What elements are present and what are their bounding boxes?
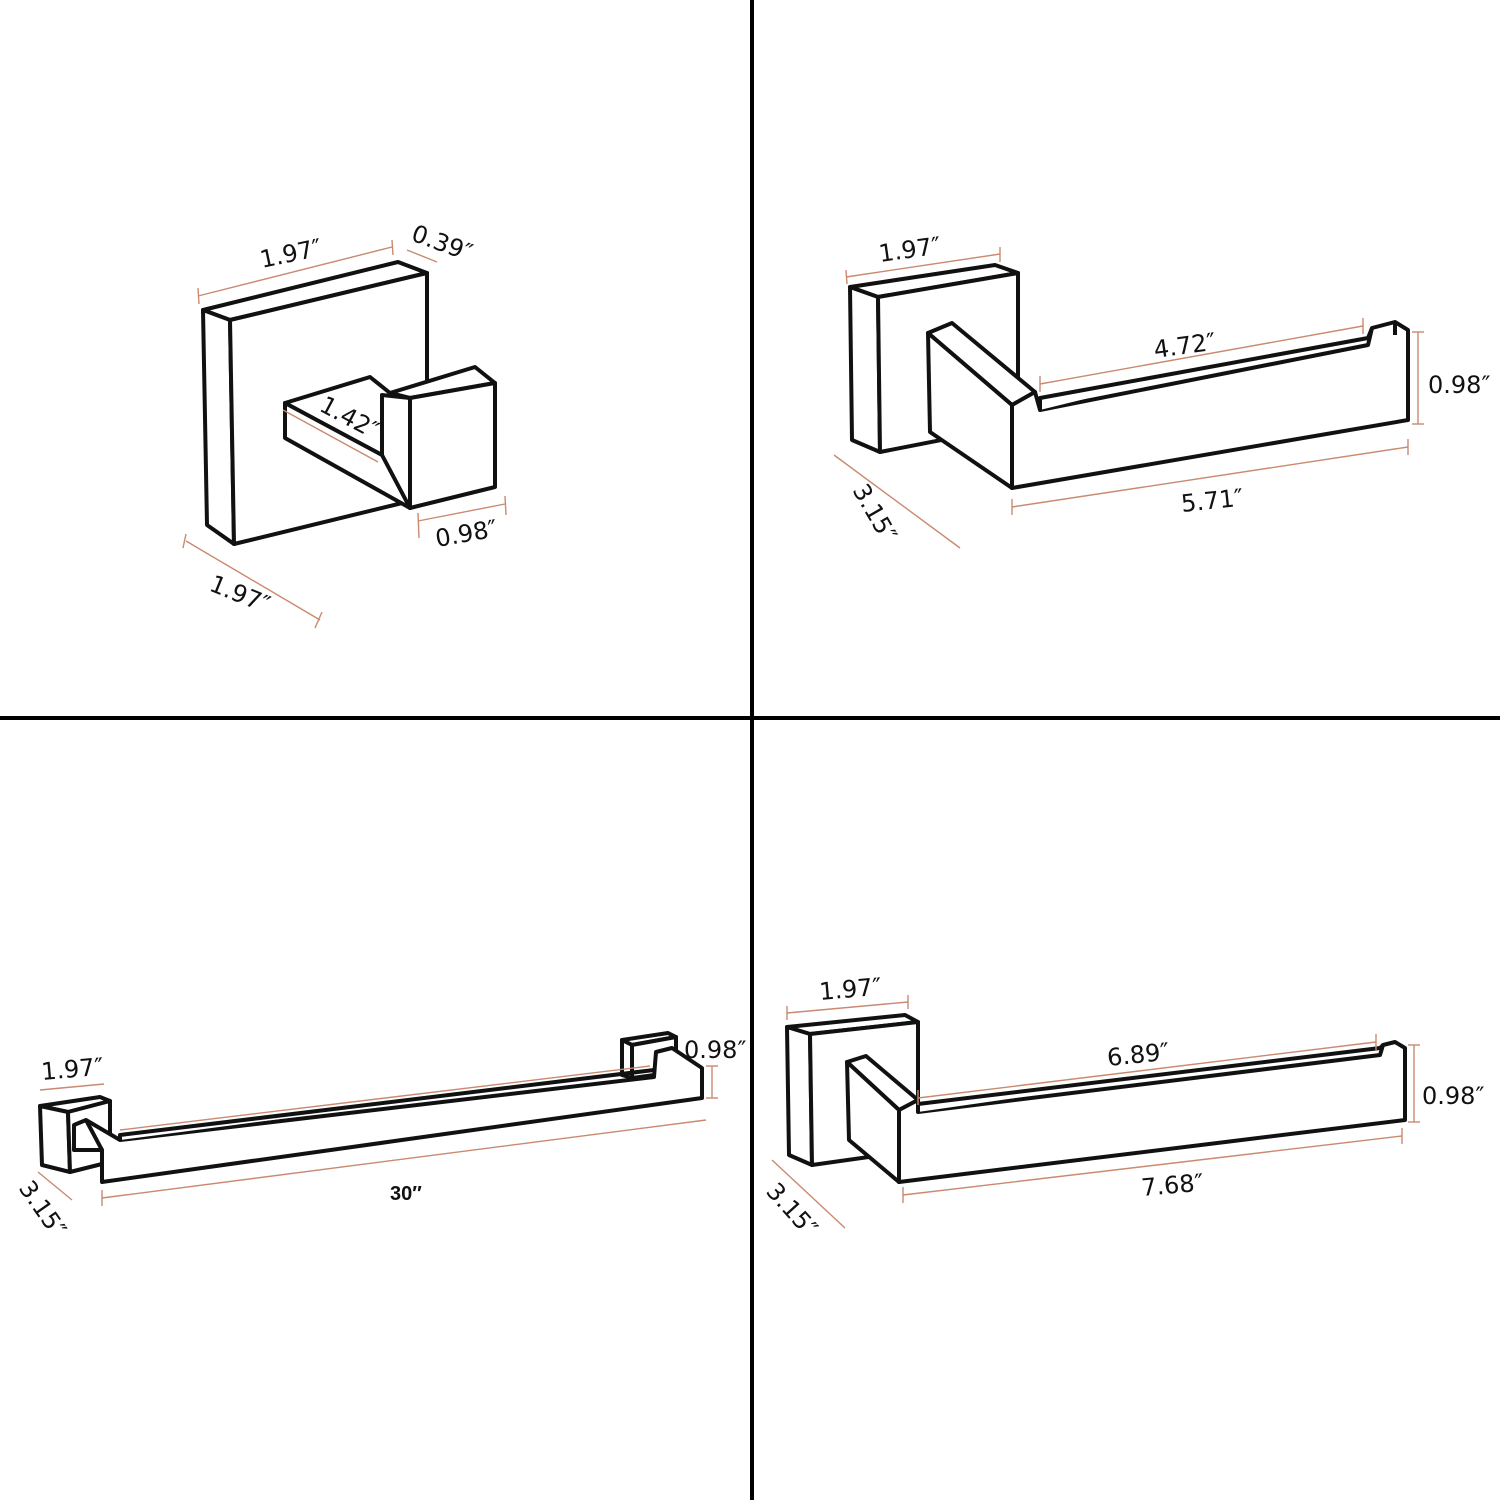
robe-hook-top-width-label: 1.97″: [257, 233, 324, 273]
hand-towel-holder-panel: 1.97″ 6.89″ 0.98″ 7.68″ 3.15″: [761, 973, 1485, 1243]
tp-holder-height-label: 0.98″: [1428, 371, 1490, 399]
towel-bar-height-label: 0.98″: [684, 1036, 746, 1064]
hand-towel-height-label: 0.98″: [1422, 1082, 1484, 1110]
robe-hook-drawing: [201, 260, 497, 546]
robe-hook-plate-depth-label: 0.39″: [408, 219, 476, 267]
toilet-paper-holder-panel: 1.97″ 4.72″ 0.98″ 5.71″ 3.15″: [833, 232, 1490, 549]
hand-towel-holder-drawing: [785, 1013, 1407, 1184]
toilet-paper-holder-drawing: [848, 263, 1410, 490]
robe-hook-plate-height-label: 1.97″: [206, 570, 274, 619]
hand-towel-plate-height-label: 3.15″: [761, 1177, 824, 1242]
toilet-paper-holder-dimension-lines: [833, 247, 1424, 549]
robe-hook-dimension-lines: [182, 239, 507, 629]
towel-bar-plate-width-label: 1.97″: [40, 1053, 105, 1086]
robe-hook-panel: 1.97″ 0.39″ 1.42″ 0.98″ 1.97″: [182, 219, 507, 629]
towel-bar-plate-height-label: 3.15″: [13, 1175, 72, 1242]
towel-bar-drawing: [38, 1031, 704, 1184]
towel-bar-panel: 1.97″ 0.98″ 30″ 3.15″: [13, 1031, 746, 1243]
towel-bar-dimension-lines: [37, 1065, 718, 1206]
tp-holder-plate-height-label: 3.15″: [847, 479, 902, 547]
hand-towel-plate-width-label: 1.97″: [818, 973, 883, 1006]
tp-holder-total-length-label: 5.71″: [1180, 484, 1245, 518]
robe-hook-width-label: 0.98″: [433, 514, 499, 552]
tp-holder-inner-length-label: 4.72″: [1152, 328, 1218, 364]
towel-bar-length-label: 30″: [390, 1183, 422, 1205]
hand-towel-inner-length-label: 6.89″: [1106, 1038, 1171, 1072]
tp-holder-plate-width-label: 1.97″: [877, 232, 943, 268]
hand-towel-total-length-label: 7.68″: [1140, 1169, 1205, 1202]
hand-towel-holder-dimension-lines: [771, 995, 1420, 1229]
